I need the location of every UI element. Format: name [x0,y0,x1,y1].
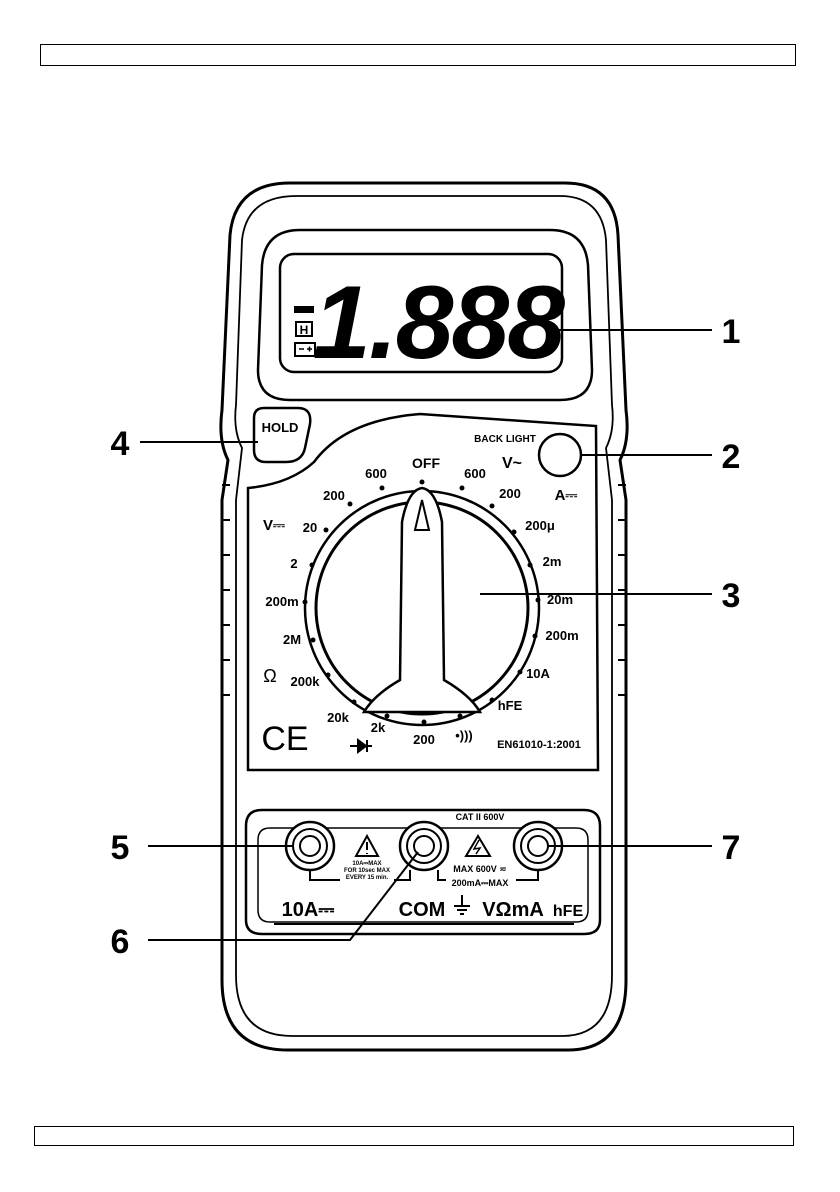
adc-group-label: A⎓ [555,487,578,504]
dial-vac-600: 600 [464,466,486,481]
diode-icon [350,740,372,752]
dial-ohm-2k: 2k [371,720,386,735]
ground-icon [454,895,470,914]
label-vomma: VΩmA [482,899,544,921]
dial-vdc-20: 20 [303,520,317,535]
warning-text-left: 10A⎓MAX FOR 10sec MAX EVERY 15 min. [344,861,390,881]
high-voltage-icon [466,836,490,856]
warning-left-2: FOR 10sec MAX [344,868,390,874]
rotary-dial[interactable] [305,488,539,725]
label-hfe: hFE [553,903,584,920]
callout-1: 1 [722,313,741,351]
warning-text-right: MAX 600V ≂ 200mA⎓MAX [452,864,509,888]
dial-ohm-200: 200 [413,732,435,747]
dial-vdc-200m: 200m [265,594,298,609]
dial-hfe: hFE [498,698,523,713]
callout-3: 3 [722,577,741,615]
warning-left-3: EVERY 15 min. [346,875,389,881]
warning-right-2: 200mA⎓MAX [452,878,509,888]
backlight-button[interactable] [539,434,581,476]
terminal-labels: 10A⎓ COM VΩmA hFE [282,899,584,921]
backlight-label: BACK LIGHT [474,434,536,445]
dial-adc-200u: 200μ [525,518,555,533]
dial-ohm-200k: 200k [291,674,321,689]
ce-mark: CE [261,720,308,758]
jack-com[interactable] [400,822,448,870]
warning-icon-left [356,836,378,856]
callout-4: 4 [111,425,130,463]
dial-vac-200: 200 [499,486,521,501]
dial-vdc-2: 2 [290,556,297,571]
dial-ohm-20k: 20k [327,710,349,725]
label-10a: 10A⎓ [282,899,335,921]
vac-group-label: V~ [502,455,522,472]
hold-button-label: HOLD [262,420,299,435]
standard-text: EN61010-1:2001 [497,739,581,751]
callout-6: 6 [111,923,130,961]
warning-left-1: 10A⎓MAX [352,861,381,867]
callout-5: 5 [111,829,130,867]
dial-10a: 10A [526,666,550,681]
lcd-bezel: H 1.888 [258,230,592,400]
dial-adc-200m: 200m [545,628,578,643]
dial-continuity: •))) [455,728,473,743]
ohm-group-label: Ω [263,666,276,686]
warning-right-1: MAX 600V ≂ [453,864,507,874]
hold-indicator-text: H [300,323,309,337]
dial-vdc-200: 200 [323,488,345,503]
hold-button[interactable]: HOLD [254,408,310,462]
lcd-digits: 1.888 [313,265,565,381]
cat-rating: CAT II 600V [456,812,505,822]
dial-off: OFF [412,455,440,471]
minus-indicator [294,306,314,313]
jack-10a[interactable] [286,822,334,870]
callout-7: 7 [722,829,741,867]
dial-ohm-2m: 2M [283,632,301,647]
label-com: COM [399,899,446,921]
callout-2: 2 [722,438,741,476]
dial-vdc-600: 600 [365,466,387,481]
vdc-group-label: V⎓ [263,517,285,534]
dial-adc-2m: 2m [543,554,562,569]
